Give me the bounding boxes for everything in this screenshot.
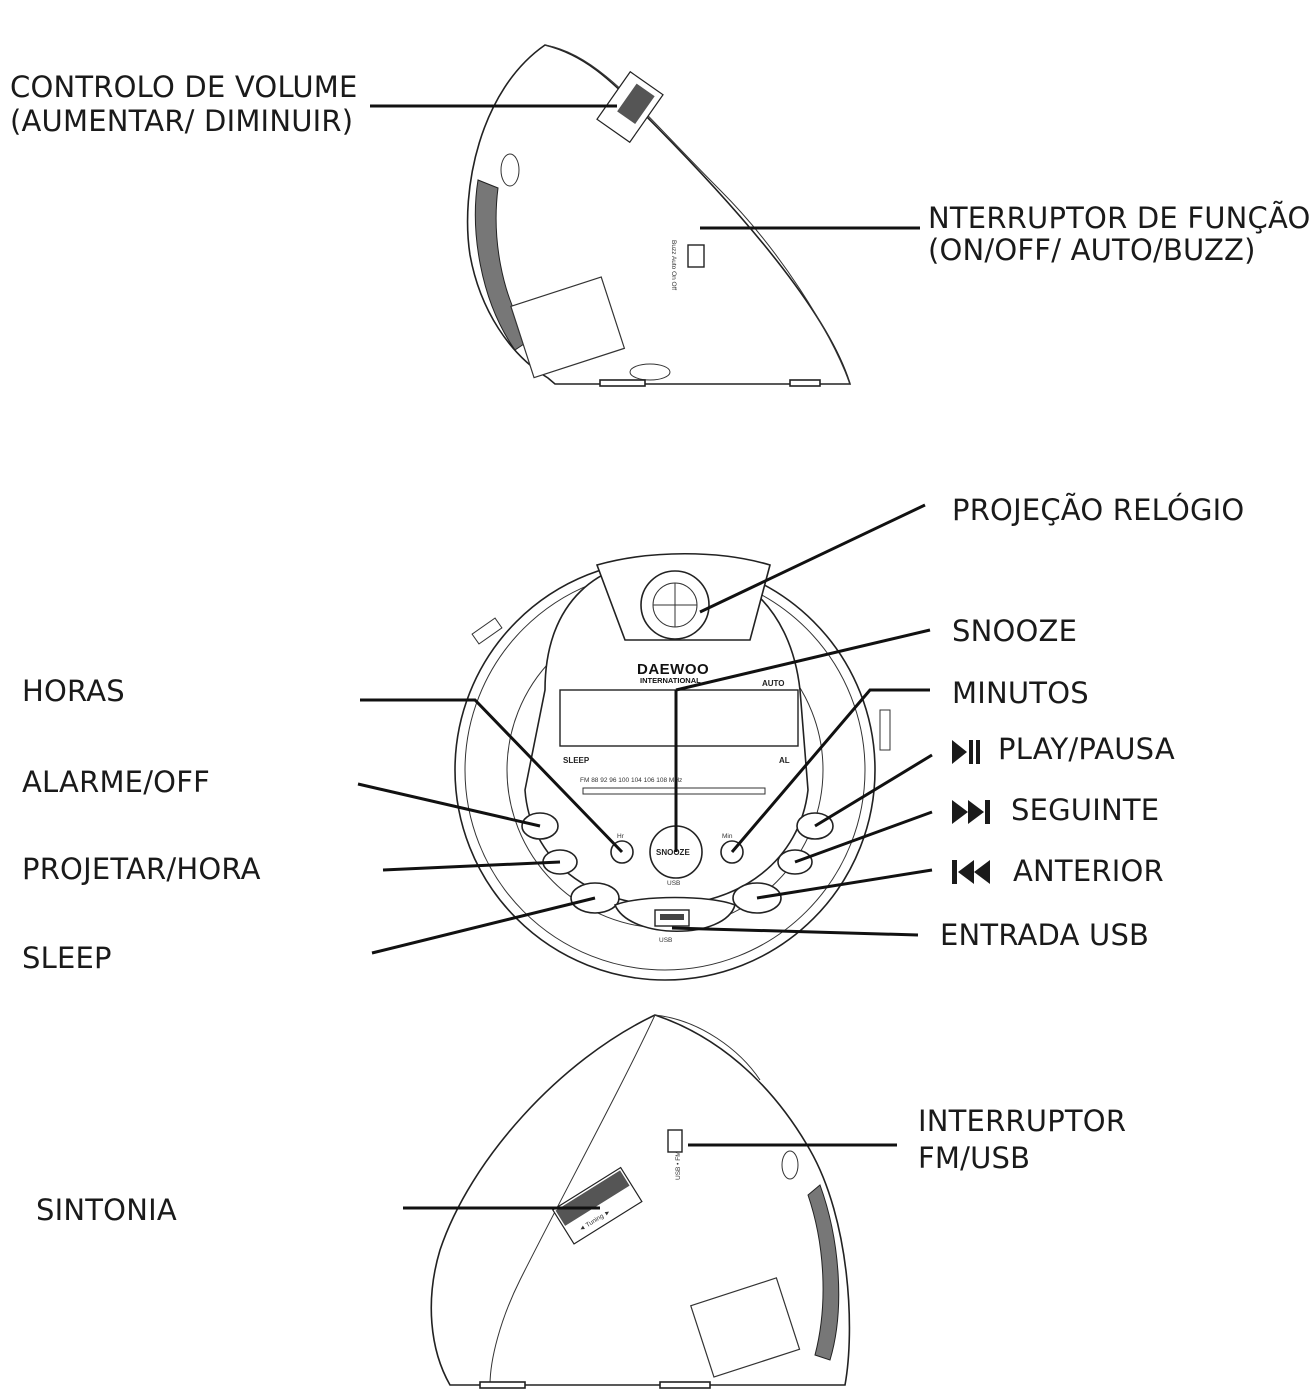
leader-minutes: [730, 688, 930, 853]
label-play-pause: PLAY/PAUSA: [998, 732, 1175, 766]
display-al: AL: [779, 756, 790, 765]
label-tuning: SINTONIA: [36, 1193, 177, 1227]
usb-port-label: USB: [659, 937, 672, 944]
previous-icon: [952, 860, 990, 884]
leader-hours: [360, 698, 624, 854]
leader-sleep: [371, 896, 596, 955]
front-view: DAEWOO INTERNATIONAL AUTO SLEEP AL FM 88…: [454, 552, 891, 981]
speaker-grille-top: [474, 179, 531, 351]
label-next: SEGUINTE: [1011, 793, 1159, 827]
brand-logo: DAEWOO: [637, 661, 709, 678]
leader-project: [382, 860, 561, 872]
label-fm-usb-2: FM/USB: [918, 1141, 1030, 1175]
label-function-1: NTERRUPTOR DE FUNÇÃO: [928, 201, 1311, 235]
next-icon: [952, 800, 990, 824]
lcd-display: [559, 689, 799, 747]
play-pause-icon: [952, 740, 980, 764]
display-sleep: SLEEP: [563, 756, 590, 765]
usb-top-label: USB: [667, 880, 680, 887]
label-volume-1: CONTROLO DE VOLUME: [10, 70, 358, 104]
leader-alarm: [357, 782, 541, 828]
hr-label: Hr: [617, 833, 625, 840]
display-auto: AUTO: [762, 679, 785, 688]
label-usb-input: ENTRADA USB: [940, 918, 1149, 952]
fm-usb-switch[interactable]: [667, 1129, 683, 1153]
function-switch[interactable]: [687, 244, 705, 268]
side-view-top: Buzz Auto On Off: [466, 44, 852, 387]
leader-projection: [699, 503, 926, 614]
snooze-label: SNOOZE: [656, 848, 690, 857]
label-function-2: (ON/OFF/ AUTO/BUZZ): [928, 233, 1256, 267]
label-projection: PROJEÇÃO RELÓGIO: [952, 493, 1244, 527]
function-switch-text: Buzz Auto On Off: [670, 240, 677, 290]
min-label: Min: [722, 833, 733, 840]
rear-label-bottom: [690, 1277, 801, 1378]
label-sleep: SLEEP: [22, 941, 112, 975]
leader-next: [794, 810, 933, 864]
side-view-bottom: ◄ Tuning ► USB • FM: [430, 1014, 851, 1389]
brand-sub: INTERNATIONAL: [640, 676, 701, 685]
leader-snooze-2: [675, 628, 931, 692]
fm-usb-switch-text: USB • FM: [675, 1151, 682, 1180]
rear-label-top: [510, 276, 626, 379]
label-previous: ANTERIOR: [1013, 854, 1164, 888]
leader-usb: [671, 926, 919, 937]
leader-previous: [756, 868, 933, 900]
label-snooze: SNOOZE: [952, 614, 1077, 648]
label-volume-2: (AUMENTAR/ DIMINUIR): [10, 104, 353, 138]
speaker-grille-bottom: [807, 1184, 840, 1361]
label-project-time: PROJETAR/HORA: [22, 852, 261, 886]
label-alarm-off: ALARME/OFF: [22, 765, 210, 799]
leader-play: [814, 753, 933, 828]
label-hours: HORAS: [22, 674, 125, 708]
label-fm-usb-1: INTERRUPTOR: [918, 1104, 1126, 1138]
fm-scale: FM 88 92 96 100 104 106 108 MHz: [580, 777, 682, 784]
label-minutes: MINUTOS: [952, 676, 1089, 710]
